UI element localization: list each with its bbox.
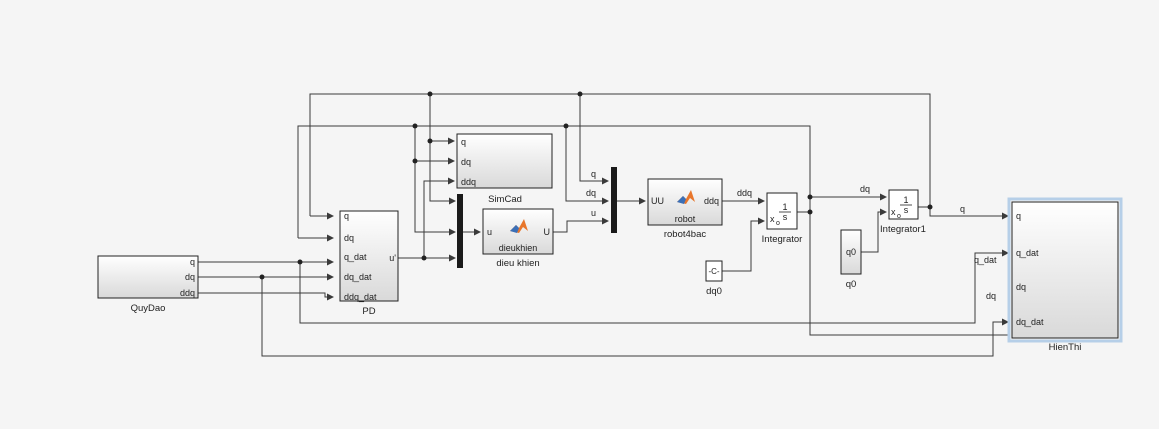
wire-dieukhien-to-mux2[interactable] [553,217,609,233]
block-name-q0: q0 [846,279,857,290]
port-label-pd-qdat: q_dat [344,252,367,262]
integrator-init: x [770,214,775,224]
block-name-quydao: QuyDao [131,303,166,314]
wire-q-to-mux2[interactable] [579,94,609,185]
port-label-pd-out: u' [389,253,396,263]
signal-labels: q dq u ddq dq q q_dat dq [586,169,997,301]
block-integrator[interactable]: 1 s x o Integrator [762,192,803,245]
port-label-robot-out: ddq [704,196,719,206]
port-label-simcad-dq: dq [461,157,471,167]
block-robot4bac[interactable]: UU ddq robot robot4bac [647,178,723,240]
block-integrator1[interactable]: 1 s x o Integrator1 [880,189,926,235]
wire-q0-to-integrator1[interactable] [861,208,887,253]
integrator-den: s [783,212,788,222]
port-label-simcad-q: q [461,137,466,147]
port-label-simcad-ddq: ddq [461,177,476,187]
block-dieukhien[interactable]: u U dieukhien dieu khien [482,208,554,269]
block-title-dieukhien: dieukhien [499,243,538,253]
wire-dq0-to-integrator[interactable] [722,217,765,272]
block-name-dq0: dq0 [706,286,722,297]
block-name-integrator1: Integrator1 [880,224,926,235]
signal-label-qdat: q_dat [974,255,997,265]
port-label-pd-q: q [344,211,349,221]
wire-dqdat-to-hienthi[interactable] [261,277,1009,357]
junction-dots [259,91,933,280]
wire-q-to-simcad[interactable] [429,94,455,145]
integrator1-num: 1 [903,195,908,205]
wire-quydao-ddq-to-pd[interactable] [198,292,334,301]
integrator-init-sub: o [776,220,780,227]
signal-label-dq-mux2: dq [586,188,596,198]
port-label-dq: dq [185,272,195,282]
constant-text: -C- [708,267,719,276]
block-name-pd: PD [362,306,375,317]
signal-label-q-mux2: q [591,169,596,179]
port-label-hienthi-qdat: q_dat [1016,248,1039,258]
integrator1-init: x [891,207,896,217]
port-label-pd-dq: dq [344,233,354,243]
signal-label-u-mux2: u [591,208,596,218]
port-label-dieukhien-out: U [544,227,551,237]
signal-label-dq-wire: dq [986,291,996,301]
block-dq0[interactable]: -C- dq0 [705,260,723,297]
block-name-integrator: Integrator [762,234,803,245]
integrator-num: 1 [782,202,787,212]
port-label-dieukhien-in: u [487,227,492,237]
block-title-robot: robot [675,214,696,224]
q0-text: q0 [846,247,856,257]
port-label-hienthi-q: q [1016,211,1021,221]
block-pd[interactable]: q dq q_dat dq_dat ddq_dat u' PD [339,210,399,317]
integrator1-den: s [904,205,909,215]
port-label-pd-ddqdat: ddq_dat [344,292,377,302]
signal-label-ddq: ddq [737,188,752,198]
wire-qdat-to-hienthi[interactable] [299,249,1009,324]
port-label-q: q [190,257,195,267]
signal-label-q: q [960,204,965,214]
block-name-simcad: SimCad [488,194,522,205]
port-label-hienthi-dq: dq [1016,282,1026,292]
block-name-hienthi: HienThi [1049,342,1082,353]
port-label-robot-in: UU [651,196,664,206]
wire-pd-out-to-simcad-ddq[interactable] [423,177,455,258]
wire-q-to-hienthi[interactable] [918,206,1009,220]
block-name-dieukhien: dieu khien [496,258,539,269]
block-q0[interactable]: q0 q0 [840,229,862,290]
wire-dq-feedback-top[interactable] [297,125,1008,336]
block-name-robot4bac: robot4bac [664,229,707,240]
port-label-hienthi-dqdat: dq_dat [1016,317,1044,327]
wire-dq-to-simcad[interactable] [414,126,455,165]
block-simcad[interactable]: q dq ddq SimCad [456,133,553,205]
block-hienthi[interactable]: q q_dat dq dq_dat HienThi [1007,197,1123,353]
wire-dq-to-mux1[interactable] [414,161,456,236]
port-label-pd-dqdat: dq_dat [344,272,372,282]
wire-q-feedback-top[interactable] [309,93,931,216]
matlab-logo-icon [677,190,695,204]
block-quydao[interactable]: q dq ddq QuyDao [97,255,199,314]
wire-q-to-mux1[interactable] [429,141,456,205]
signal-label-dq: dq [860,184,870,194]
matlab-logo-icon [510,219,528,233]
mux-block-1[interactable] [457,194,463,268]
integrator1-init-sub: o [897,213,901,220]
port-label-ddq: ddq [180,288,195,298]
mux-block-2[interactable] [611,167,617,233]
wire-dq-to-mux2[interactable] [565,126,609,205]
